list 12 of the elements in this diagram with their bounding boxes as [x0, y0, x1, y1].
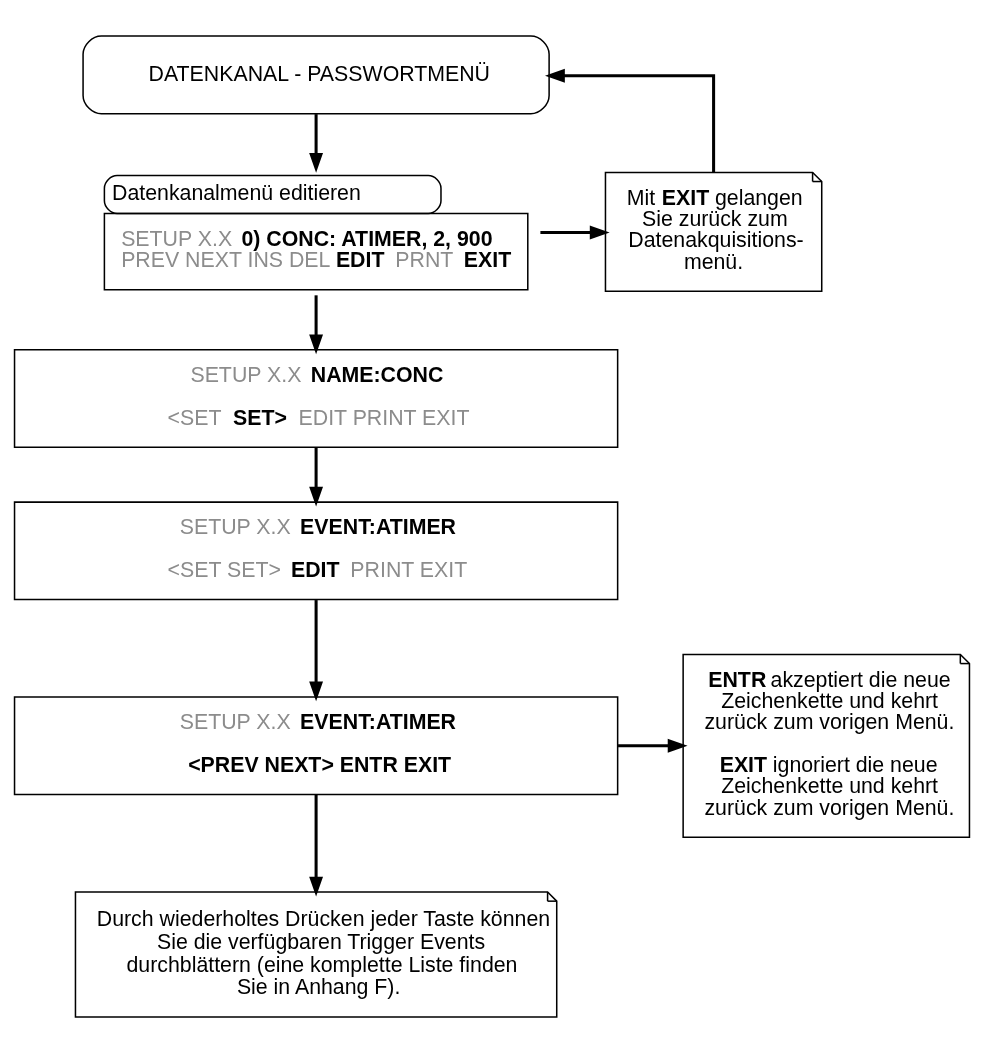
node-box: DATENKANAL - PASSWORTMENÜ	[82, 35, 550, 115]
arrow	[309, 114, 324, 173]
arrow	[540, 225, 610, 240]
arrow	[309, 794, 324, 897]
arrow	[618, 738, 688, 753]
arrow	[309, 295, 324, 355]
node-box: SETUP X.X EVENT:ATIMER <PREV NEXT> ENTR EXIT	[13, 696, 619, 796]
arrow	[309, 447, 324, 507]
arrow	[309, 600, 324, 702]
node-box: SETUP X.X EVENT:ATIMER <SET SET> EDIT PRINT EXIT	[13, 501, 619, 601]
arrow	[545, 68, 716, 173]
node-box: SETUP X.X NAME:CONC <SET SET> EDIT PRINT EXIT	[13, 349, 619, 449]
